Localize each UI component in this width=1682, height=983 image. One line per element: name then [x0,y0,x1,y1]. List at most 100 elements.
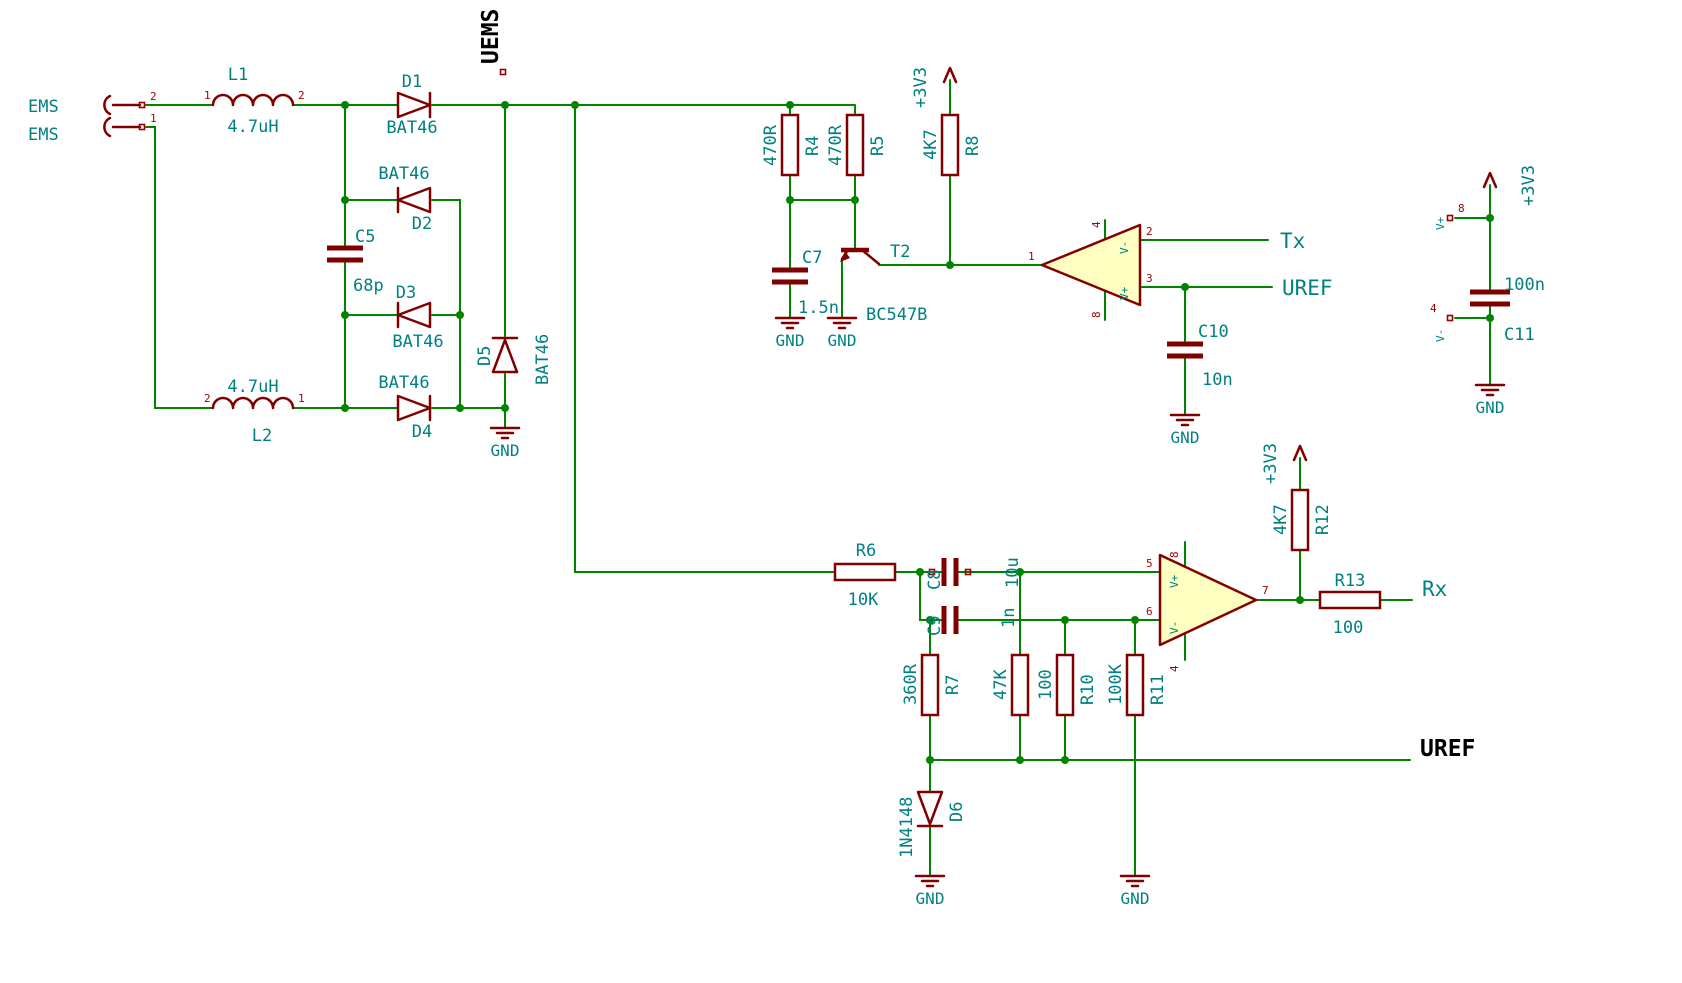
d6-ref: D6 [947,802,967,822]
d3-ref: D3 [396,283,416,303]
r6-ref: R6 [856,541,876,561]
opamp2-vplus: V+ [1168,574,1181,588]
c7-value: 1.5n [798,298,839,318]
d3-value: BAT46 [392,332,443,352]
d2-value: BAT46 [378,164,429,184]
resistor-R9[interactable]: 47K [991,653,1030,717]
c5-ref: C5 [355,227,375,247]
gnd-label: GND [776,331,805,350]
ic-power-pins[interactable]: V+ 8 4 V- [1430,202,1465,342]
capacitor-C11[interactable]: 100n C11 [1470,275,1545,345]
opamp2-pin-4: 4 [1168,665,1181,672]
capacitor-C9[interactable]: C9 1n [925,606,1019,636]
opamp2-vminus: V- [1168,621,1181,634]
diode-D6[interactable]: 1N4148 D6 [897,790,967,858]
resistor-R8[interactable]: 4K7 R8 [921,113,983,177]
power-flag-3v3-c11[interactable]: +3V3 [1482,165,1539,206]
gnd-label: GND [1121,889,1150,908]
diode-D3[interactable]: D3 BAT46 [392,283,443,352]
c9-value: 1n [999,608,1019,628]
pin-end-marker [928,568,936,576]
opamp2-pin-5: 5 [1146,557,1153,570]
transistor-T2[interactable]: T2 BC547B [840,242,927,325]
r8-value: 4K7 [921,129,941,160]
wire-segments[interactable] [145,79,1491,877]
d4-value: BAT46 [378,373,429,393]
gnd-symbol-c7[interactable]: GND [774,316,806,350]
opamp2-pin-7: 7 [1262,584,1269,597]
net-label-uref[interactable]: UREF [1282,276,1333,300]
power-flag-3v3-r12[interactable]: +3V3 [1261,443,1308,484]
net-label-uref-bus[interactable]: UREF [1420,736,1475,762]
pin-end-marker [1446,314,1454,322]
power-flag-3v3-r8[interactable]: +3V3 [911,66,958,108]
connector-label-bottom: EMS [28,125,59,145]
r8-ref: R8 [963,136,983,156]
capacitor-C5[interactable]: C5 68p [327,227,384,296]
diode-D4[interactable]: BAT46 D4 [378,373,432,442]
power-3v3-label: +3V3 [911,67,931,108]
d2-ref: D2 [412,214,432,234]
ic-vminus-name: V- [1434,329,1447,342]
c11-ref: C11 [1504,325,1535,345]
junction-dots [341,101,1494,764]
gnd-symbol-d5[interactable]: GND [489,426,521,460]
resistor-R12[interactable]: 4K7 R12 [1271,488,1333,552]
l2-value: 4.7uH [227,377,278,397]
net-label-rx[interactable]: Rx [1422,577,1447,601]
d1-ref: D1 [402,72,422,92]
net-label-tx[interactable]: Tx [1280,229,1305,253]
opamp-2[interactable]: V+ V- 5 6 7 8 4 [1146,551,1269,672]
label-anchor [499,68,507,76]
gnd-symbol-r11[interactable]: GND [1119,874,1151,908]
r9-value: 47K [991,669,1011,700]
capacitor-C8[interactable]: C8 10u [925,557,1023,590]
d1-value: BAT46 [386,118,437,138]
resistor-R4[interactable]: 470R R4 [761,113,823,177]
resistor-R13[interactable]: R13 100 [1318,571,1382,638]
c5-value: 68p [353,276,384,296]
gnd-symbol-c10[interactable]: GND [1169,413,1201,447]
gnd-symbol-c11[interactable]: GND [1474,383,1506,417]
pin-end-marker [138,101,146,109]
net-label-uems[interactable]: UEMS [478,9,507,76]
d5-value: BAT46 [533,334,553,385]
r6-value: 10K [848,590,879,610]
connector-ems[interactable]: EMS EMS 2 1 [28,90,157,145]
inductor-L2[interactable]: 4.7uH L2 2 1 [204,377,305,446]
c8-ref: C8 [925,570,945,590]
d6-value: 1N4148 [897,797,917,858]
r10-ref: R10 [1078,674,1098,705]
r4-value: 470R [761,124,781,166]
resistor-R6[interactable]: R6 10K [833,541,897,610]
capacitor-C10[interactable]: C10 10n [1167,322,1233,390]
diode-D5[interactable]: D5 BAT46 [475,334,553,385]
gnd-symbol-d6[interactable]: GND [914,874,946,908]
diode-D1[interactable]: D1 BAT46 [386,72,437,138]
opamp-1[interactable]: V- V+ 1 2 3 4 8 [1028,221,1153,318]
resistor-R5[interactable]: 470R R5 [826,113,888,177]
diode-D2[interactable]: BAT46 D2 [378,164,432,234]
resistor-R10[interactable]: 100 R10 [1036,653,1098,717]
opamp2-pin-8: 8 [1168,551,1181,558]
d5-ref: D5 [475,346,495,366]
gnd-label: GND [491,441,520,460]
c8-value: 10u [1003,557,1023,588]
inductor-L1[interactable]: L1 4.7uH 1 2 [204,65,305,137]
opamp1-vminus: V- [1118,241,1131,254]
capacitor-C7[interactable]: C7 1.5n [772,248,839,318]
l1-pin-right: 2 [298,89,305,102]
opamp1-pin-3: 3 [1146,272,1153,285]
opamp1-pin-1: 1 [1028,250,1035,263]
r13-value: 100 [1333,618,1364,638]
gnd-symbol-t2[interactable]: GND [826,316,858,350]
r7-value: 360R [901,663,921,705]
r4-ref: R4 [803,136,823,156]
pin-end-marker [964,568,972,576]
resistor-R11[interactable]: 100K R11 [1106,653,1168,717]
emitter-arrow [840,251,850,262]
t2-value: BC547B [866,305,927,325]
resistor-R7[interactable]: 360R R7 [901,653,963,717]
ic-vplus-pin: 8 [1458,202,1465,215]
